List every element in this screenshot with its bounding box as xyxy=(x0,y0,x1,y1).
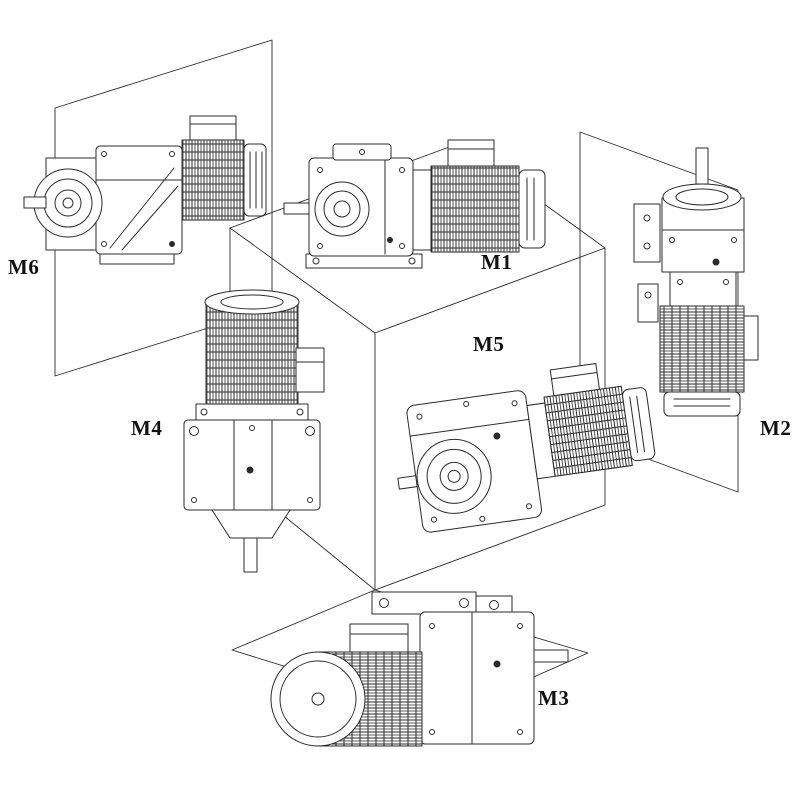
m1-fan-cover xyxy=(518,169,546,249)
m1-adapter xyxy=(412,169,432,251)
reference-cube-and-planes xyxy=(54,39,739,717)
m5-terminal-box xyxy=(549,363,600,397)
m2-side-bracket-lower xyxy=(637,283,659,323)
m4-adapter-plate xyxy=(195,403,309,421)
m6-gearbox xyxy=(95,145,183,255)
m5-motor-body xyxy=(543,385,633,477)
m6-fan-cover xyxy=(243,143,267,217)
cube-edge-bottom-right xyxy=(374,504,606,591)
label-m6: M6 xyxy=(8,255,40,279)
m4-terminal-box xyxy=(295,347,325,393)
m2-output-shaft xyxy=(695,147,709,185)
m2-fan-cover xyxy=(663,391,741,417)
m2-side-bracket-upper xyxy=(633,203,661,263)
m3-terminal-box xyxy=(349,623,409,653)
m6-terminal-box xyxy=(189,115,237,141)
m2-mid-housing xyxy=(669,271,737,307)
gearmotor-m2-illustration xyxy=(633,147,759,417)
gearmotor-m5-illustration xyxy=(397,363,656,533)
m4-output-shaft xyxy=(243,537,258,573)
mounting-plane-m2 xyxy=(579,131,739,493)
label-m4: M4 xyxy=(131,416,163,440)
m4-motor-body xyxy=(205,301,299,405)
m1-motor-body xyxy=(430,165,520,253)
m1-terminal-box xyxy=(447,139,495,167)
m5-output-shaft xyxy=(397,475,418,490)
m4-bottom-taper xyxy=(211,509,291,539)
label-m5: M5 xyxy=(473,332,505,356)
gearmotor-m3-illustration xyxy=(270,591,569,747)
label-m1: M1 xyxy=(481,250,513,274)
m3-output-shaft xyxy=(533,649,569,663)
m2-motor-body xyxy=(659,305,745,393)
gearmotor-m4-illustration xyxy=(183,289,325,573)
m3-gearbox xyxy=(419,611,535,745)
m6-foot xyxy=(99,253,175,265)
gearmotor-m1-illustration xyxy=(283,139,546,269)
m6-output-shaft xyxy=(23,196,47,209)
m2-terminal-box xyxy=(743,315,759,361)
m4-gearbox xyxy=(183,419,321,511)
gearmotor-m6-illustration xyxy=(23,115,267,265)
label-m3: M3 xyxy=(538,686,570,710)
label-m2: M2 xyxy=(760,416,792,440)
m6-motor-body xyxy=(181,139,245,221)
m1-output-shaft xyxy=(283,202,310,215)
